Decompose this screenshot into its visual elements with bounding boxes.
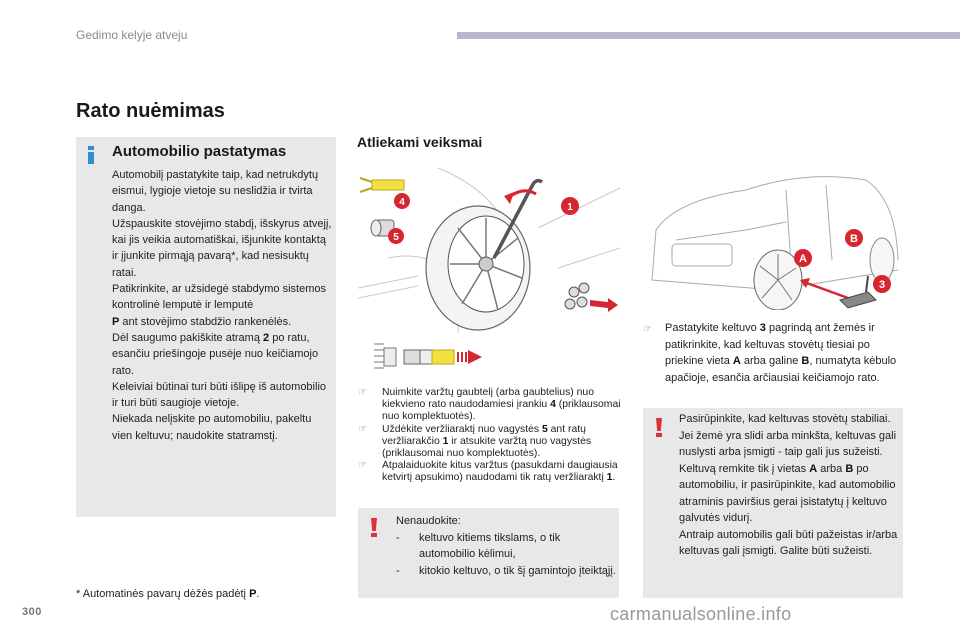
info-box: Automobilio pastatymas Automobilį pastat… [76,137,336,517]
wheel-removal-illustration: 4 5 1 [358,168,620,333]
info-icon [87,146,95,164]
warning-box-jack-use: Nenaudokite: -keltuvo kitiems tikslams, … [358,508,619,598]
warning-body: Pasirūpinkite, kad keltuvas stovėtų stab… [679,413,898,557]
info-paragraph: Automobilį pastatykite taip, kad netrukd… [112,169,319,214]
pointing-hand-icon: ☞ [358,460,367,472]
tool-4-icon [359,177,405,193]
info-box-title: Automobilio pastatymas [112,143,287,160]
warning-box-jack-stability: Pasirūpinkite, kad keltuvas stovėtų stab… [643,408,903,598]
warning-body: Nenaudokite: -keltuvo kitiems tikslams, … [396,513,616,579]
svg-text:1: 1 [567,202,573,213]
info-box-body: Automobilį pastatykite taip, kad netrukd… [112,167,334,444]
svg-text:4: 4 [399,197,405,208]
pointing-hand-icon: ☞ [358,387,367,398]
page-number: 300 [22,606,42,618]
info-paragraph: Niekada nelįskite po automobiliu, pakelt… [112,413,312,442]
info-paragraph: Patikrinkite, ar užsidegė stabdymo siste… [112,283,326,328]
svg-text:A: A [799,253,807,265]
car-jack-points-illustration: A B 3 [651,176,899,310]
steps-list: ☞ Nuimkite varžtų gaubtelį (arba gaubtel… [358,387,626,485]
info-paragraph: Dėl saugumo pakiškite atramą 2 po ratu, … [112,331,319,377]
info-paragraph: Keleiviai būtinai turi būti išlipę iš au… [112,380,327,410]
step-item: ☞ Nuimkite varžtų gaubtelį (arba gaubtel… [358,387,621,423]
hubcap-removal-illustration [374,343,482,369]
page-title: Rato nuėmimas [76,100,225,122]
svg-text:5: 5 [393,232,399,243]
footnote: * Automatinės pavarų dėžės padėtį P. [76,588,260,600]
header-divider-bar [457,32,960,39]
step-item: ☞ Atpalaiduokite kitus varžtus (pasukdam… [358,460,618,484]
step-jack-placement: ☞ Pastatykite keltuvo 3 pagrindą ant žem… [643,322,897,384]
pointing-hand-icon: ☞ [643,324,652,335]
steps-title: Atliekami veiksmai [357,134,483,150]
watermark: carmanualsonline.info [610,604,792,624]
warning-list-item: -keltuvo kitiems tikslams, o tik automob… [396,531,561,561]
svg-text:B: B [850,233,858,245]
pointing-hand-icon: ☞ [358,423,367,435]
step-item: ☞ Uždėkite veržliaraktį nuo vagystės 5 a… [358,423,592,460]
svg-text:3: 3 [879,279,885,291]
section-header: Gedimo kelyje atveju [76,28,188,42]
warning-list-item: -kitokio keltuvo, o tik šį gamintojo įte… [396,564,616,577]
info-paragraph: Užspauskite stovėjimo stabdį, išskyrus a… [112,217,332,279]
